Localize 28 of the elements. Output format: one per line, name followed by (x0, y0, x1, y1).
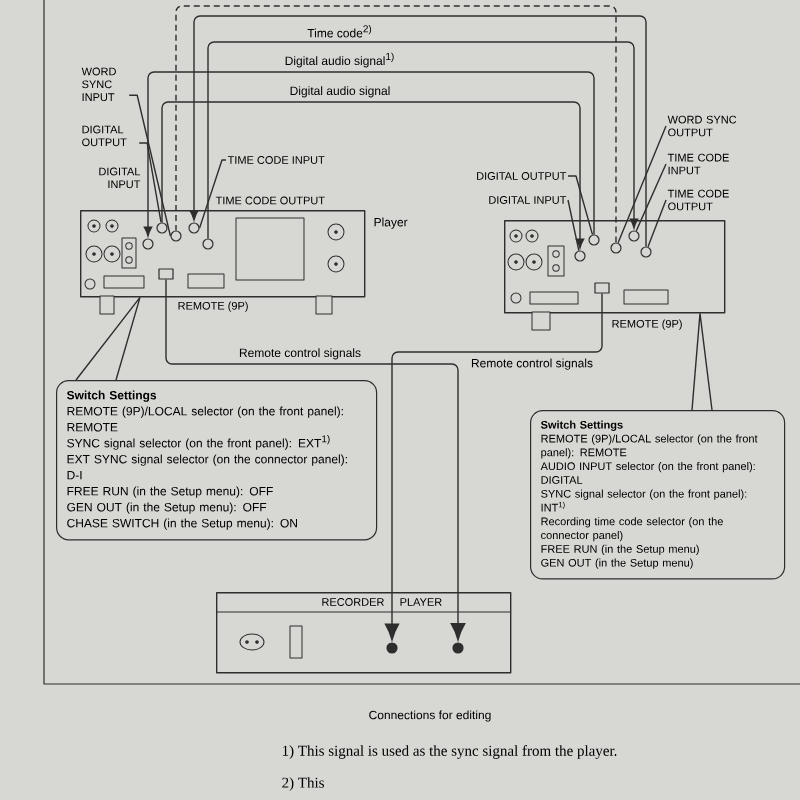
leader-line (647, 199, 667, 248)
leader-line (198, 159, 227, 229)
leader-line (635, 163, 667, 232)
connector-jack (610, 242, 622, 254)
connector-jack (640, 246, 652, 258)
leader-line (138, 142, 162, 224)
connector-jack (588, 234, 600, 246)
cable-arrow (384, 292, 603, 641)
cable-arrow (207, 41, 639, 240)
leader-line (128, 94, 172, 237)
connector-jack (628, 230, 640, 242)
callout-pointer (691, 312, 713, 411)
connector-jack (574, 250, 586, 262)
remote-control-unit (216, 592, 512, 674)
connector-jack (202, 238, 214, 250)
leader-line (567, 199, 580, 252)
connector-jack (170, 230, 182, 242)
cable-arrow (165, 278, 466, 641)
callout-pointer (75, 296, 141, 381)
remote-connector (158, 268, 174, 280)
connector-jack (188, 222, 200, 234)
leader-line (617, 125, 667, 244)
cable-arrow (161, 101, 585, 249)
leader-line (567, 175, 594, 236)
cable-arrow (143, 71, 595, 237)
connector-jack (142, 238, 154, 250)
connector-jack (156, 222, 168, 234)
remote-connector (594, 282, 610, 294)
